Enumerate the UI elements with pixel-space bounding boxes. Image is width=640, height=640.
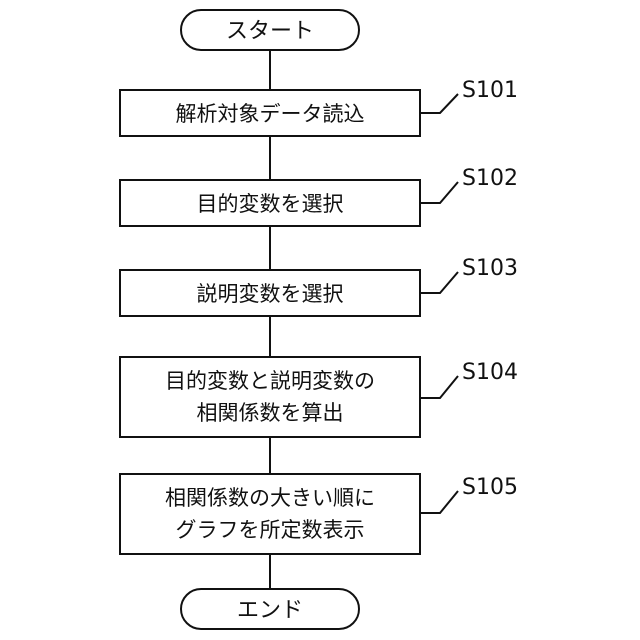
step-s102: 目的変数を選択 S102 (120, 166, 518, 226)
step-s103-leader (420, 272, 458, 293)
end-label: エンド (237, 598, 303, 623)
step-s105-id: S105 (462, 475, 518, 500)
step-s101-id: S101 (462, 78, 518, 103)
step-s104-text-line1: 目的変数と説明変数の (165, 369, 375, 393)
step-s101: 解析対象データ読込 S101 (120, 78, 518, 136)
step-s102-text: 目的変数を選択 (197, 192, 344, 216)
step-s102-leader (420, 182, 458, 203)
step-s104-text-line2: 相関係数を算出 (197, 401, 344, 425)
step-s105-leader (420, 491, 458, 513)
step-s105-text-line2: グラフを所定数表示 (176, 518, 365, 542)
step-s102-id: S102 (462, 166, 518, 191)
step-s104: 目的変数と説明変数の 相関係数を算出 S104 (120, 357, 518, 437)
step-s104-leader (420, 376, 458, 398)
step-s101-text: 解析対象データ読込 (176, 102, 365, 126)
step-s103-text: 説明変数を選択 (197, 282, 344, 306)
step-s104-id: S104 (462, 360, 518, 385)
step-s105: 相関係数の大きい順に グラフを所定数表示 S105 (120, 474, 518, 554)
step-s105-text-line1: 相関係数の大きい順に (165, 486, 375, 510)
end-terminator: エンド (181, 589, 359, 629)
start-label: スタート (226, 19, 314, 44)
step-s101-leader (420, 94, 458, 113)
step-s103: 説明変数を選択 S103 (120, 256, 518, 316)
start-terminator: スタート (181, 10, 359, 50)
step-s103-id: S103 (462, 256, 518, 281)
